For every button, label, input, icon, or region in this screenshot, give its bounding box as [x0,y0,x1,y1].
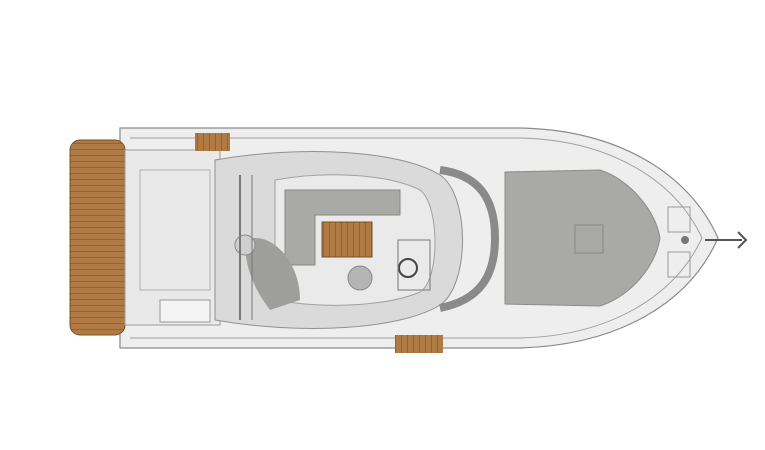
anchor-icon [705,231,748,249]
flybridge-table [321,221,373,258]
helm-console [397,239,431,291]
transom-step [159,299,211,323]
foredeck-hatch [574,224,604,254]
cockpit [124,149,221,326]
side-deck-teak-bottom [395,335,443,353]
helm-seat [347,265,373,291]
swim-platform [69,139,126,336]
windshield [439,166,500,312]
foredeck-sunpad [504,169,661,307]
hull-rail [130,137,703,339]
windlass [681,236,689,244]
side-deck-teak-top [195,133,230,151]
bow-locker-bottom [667,251,691,278]
cockpit-bench [139,169,211,291]
flybridge-lounge [245,238,300,310]
steering-wheel-icon [398,258,418,278]
bow-locker-top [667,206,691,233]
